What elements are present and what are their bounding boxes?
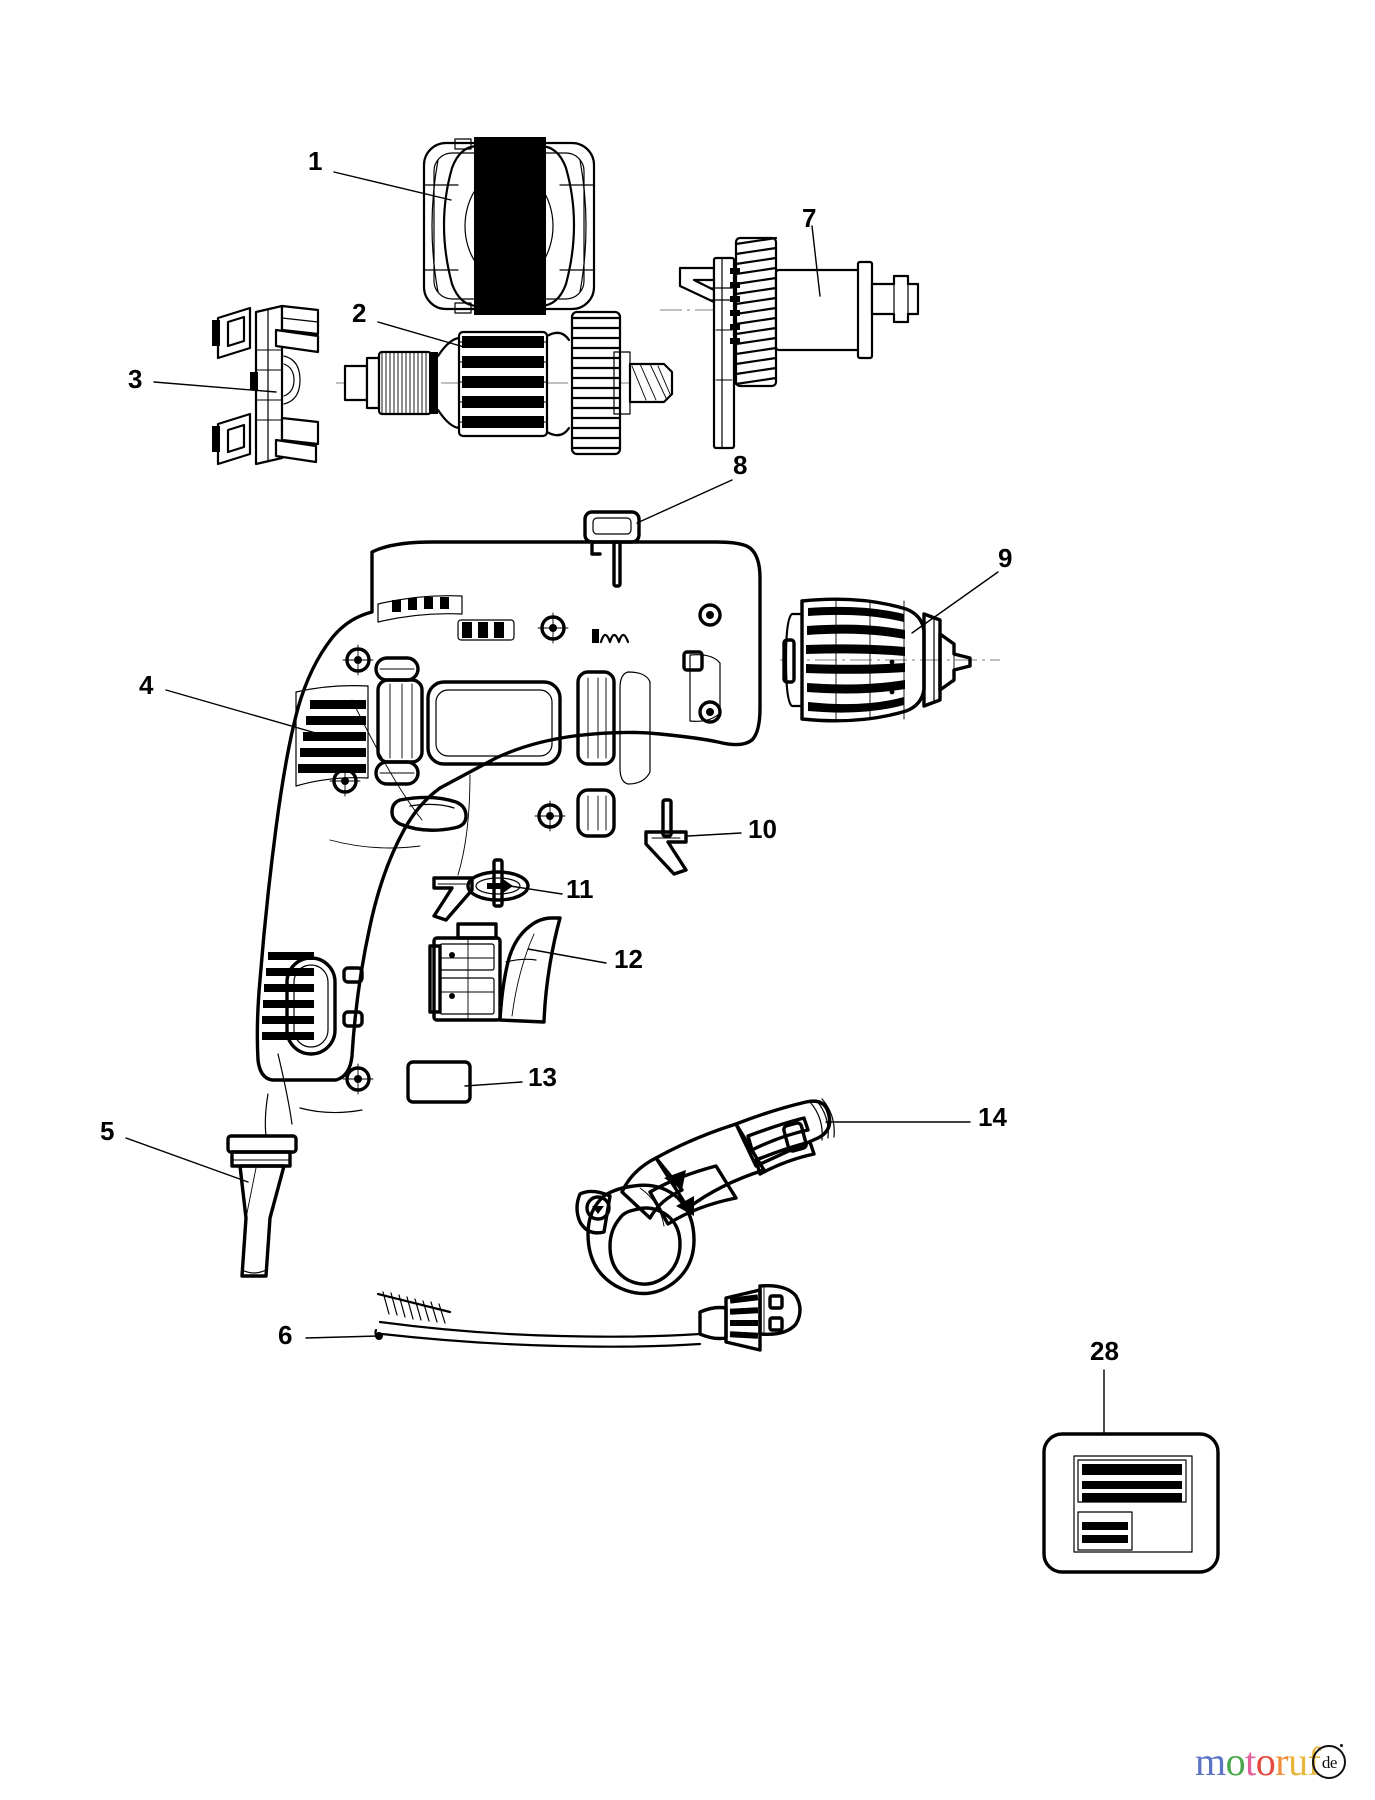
part-7-spindle-gear-assembly	[660, 236, 920, 450]
callout-label-7[interactable]: 7	[802, 203, 817, 233]
part-4-motor-housing	[255, 540, 762, 1137]
housing-screw-boss	[537, 612, 569, 644]
part-14-auxiliary-side-handle	[575, 1098, 835, 1296]
part-9-keyless-chuck	[780, 597, 1000, 723]
callout-label-1[interactable]: 1	[308, 146, 323, 176]
callout-label-13[interactable]: 13	[528, 1062, 557, 1092]
callout-label-9[interactable]: 9	[998, 543, 1013, 573]
part-6-power-cord-with-plug	[374, 1284, 802, 1352]
callout-label-11[interactable]: 11	[566, 874, 594, 904]
housing-screw-boss	[534, 800, 566, 832]
brand-letter-o2: o	[1255, 1739, 1276, 1784]
housing-screw-boss	[329, 765, 361, 797]
callout-label-28[interactable]: 28	[1090, 1336, 1119, 1366]
brand-letter-u: u	[1288, 1739, 1308, 1784]
callout-label-6[interactable]: 6	[278, 1320, 293, 1350]
brand-letter-t: t	[1245, 1739, 1256, 1784]
brand-letter-m: m	[1195, 1739, 1226, 1784]
callout-label-2[interactable]: 2	[352, 298, 367, 328]
part-11-forward-reverse-selector	[432, 858, 530, 922]
part-3-switch-assembly	[212, 304, 320, 466]
callout-label-10[interactable]: 10	[748, 814, 777, 844]
callout-label-12[interactable]: 12	[614, 944, 643, 974]
brand-letter-o1: o	[1225, 1739, 1246, 1784]
part-13-name-plate-sticker	[406, 1060, 472, 1104]
brand-de-badge-icon: de	[1312, 1744, 1347, 1779]
part-10-bracket-clip	[644, 798, 688, 876]
part-5-depth-stop-rod-grip	[226, 1134, 298, 1278]
motoruf-brand-logo[interactable]: m o t o r u f de	[1195, 1739, 1347, 1784]
callout-label-4[interactable]: 4	[139, 670, 154, 700]
callout-leader-lines	[125, 171, 1105, 1435]
part-1-field-motor-stator	[422, 137, 596, 315]
callout-label-8[interactable]: 8	[733, 450, 748, 480]
part-12-trigger-switch-paddle	[428, 916, 562, 1024]
callout-label-5[interactable]: 5	[100, 1116, 115, 1146]
brand-de-text: de	[1321, 1752, 1338, 1772]
callout-label-3[interactable]: 3	[128, 364, 143, 394]
part-28-instruction-label-card	[1042, 1432, 1220, 1574]
housing-screw-boss	[698, 603, 722, 627]
handle-vent-louvres	[262, 952, 314, 1040]
chuck-grip-ribs	[806, 606, 905, 713]
housing-vent-louvres-left	[298, 700, 366, 773]
housing-spring-emblem	[592, 629, 630, 644]
part-8-mode-selector-slider	[583, 510, 641, 588]
part-2-armature-rotor	[336, 310, 674, 456]
callout-label-14[interactable]: 14	[978, 1102, 1007, 1132]
housing-screw-boss	[342, 644, 374, 676]
brand-letter-r: r	[1275, 1739, 1289, 1784]
handle-screw-boss	[342, 1063, 374, 1095]
